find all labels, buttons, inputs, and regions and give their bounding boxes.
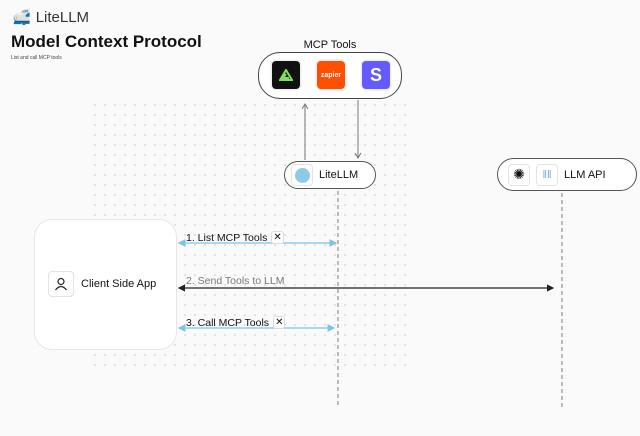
user-icon	[48, 271, 74, 297]
brand-name: LiteLLM	[35, 8, 90, 26]
litellm-logo-icon	[291, 164, 313, 186]
step-1-text: 1. List MCP Tools	[186, 231, 268, 244]
mcp-tools-label: MCP Tools	[303, 39, 357, 51]
step-2-label: 2. Send Tools to LLM	[186, 275, 284, 287]
llm-api-node: ✺ ǁǁ LLM API	[497, 158, 637, 191]
llm-api-label: LLM API	[564, 168, 606, 181]
page-subtitle: List and call MCP tools	[11, 55, 62, 61]
litellm-label: LiteLLM	[319, 169, 359, 181]
tools-icon: ✕	[273, 316, 286, 329]
step-2-text: 2. Send Tools to LLM	[186, 275, 285, 287]
triangle-logo-icon[interactable]	[272, 61, 300, 89]
litellm-logo-icon: 🚅	[12, 9, 31, 26]
openai-logo-icon: ✺	[508, 163, 530, 186]
zapier-logo-icon[interactable]: zapier	[317, 61, 345, 89]
brand: 🚅 LiteLLM	[12, 8, 90, 27]
step-3-text: 3. Call MCP Tools	[186, 316, 270, 329]
tools-icon: ✕	[271, 231, 284, 244]
litellm-node: LiteLLM	[284, 161, 376, 189]
stripe-logo-icon[interactable]: S	[362, 61, 390, 89]
client-side-app: Client Side App	[48, 271, 156, 297]
client-label: Client Side App	[81, 278, 157, 290]
step-1-label: 1. List MCP Tools✕	[186, 231, 284, 244]
page-title: Model Context Protocol	[11, 32, 202, 51]
step-3-label: 3. Call MCP Tools✕	[186, 316, 286, 329]
llama-index-logo-icon: ǁǁ	[536, 163, 558, 186]
